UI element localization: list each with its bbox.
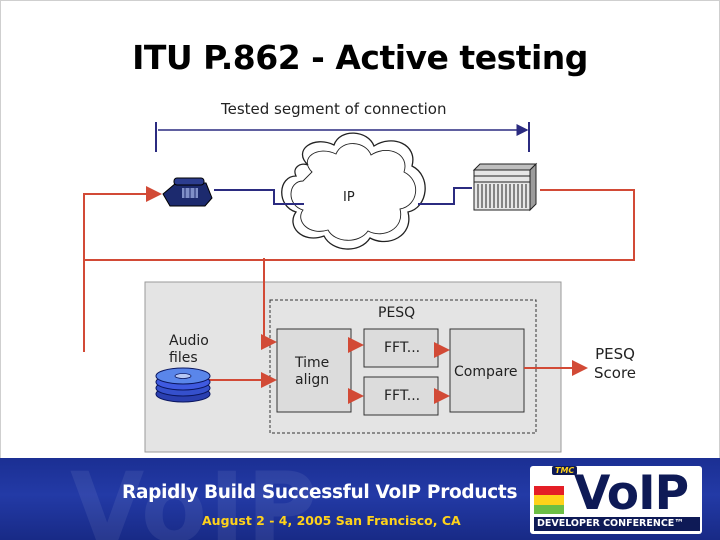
degraded-signal-return-line <box>84 189 635 261</box>
banner-date-location: August 2 - 4, 2005 San Francisco, CA <box>202 513 461 528</box>
telephone-icon <box>162 177 213 207</box>
logo-subtitle: DEVELOPER CONFERENCE™ <box>537 518 684 529</box>
logo-wordmark: VoIP <box>574 466 689 521</box>
fft-top-label: FFT... <box>384 340 421 356</box>
pesq-panel-label: PESQ <box>378 305 416 321</box>
pesq-algorithm-boundary <box>269 299 537 434</box>
banner-watermark: VoIP <box>70 458 320 540</box>
segment-bracket <box>155 122 530 152</box>
audio-disk-stack-icon <box>155 367 211 403</box>
connection-line-right <box>418 187 472 205</box>
pesq-score-label: PESQ Score <box>594 345 637 382</box>
time-align-box <box>276 328 352 413</box>
degraded-signal-to-time-align-arrow <box>261 258 277 350</box>
logo-flag-icon <box>534 486 564 514</box>
connection-line-left <box>214 189 304 205</box>
tested-segment-label: Tested segment of connection <box>221 100 447 118</box>
logo-subtitle-bar <box>534 517 700 531</box>
time-align-label: Time align <box>295 355 330 388</box>
compare-box <box>449 328 525 413</box>
audio-files-label: Audio files <box>169 333 209 366</box>
fft-bottom-label: FFT... <box>384 388 421 404</box>
ip-cloud-icon <box>281 132 426 250</box>
active-testing-diagram <box>83 122 635 453</box>
slide-title: ITU P.862 - Active testing <box>132 38 588 77</box>
compare-label: Compare <box>454 364 518 380</box>
logo-tmc-tag: TMC <box>552 466 578 475</box>
fft-box-top <box>363 328 439 368</box>
gateway-server-icon <box>472 162 538 212</box>
ip-cloud-label: IP <box>343 190 355 205</box>
fft-box-bottom <box>363 376 439 416</box>
banner-headline: Rapidly Build Successful VoIP Products <box>122 482 518 503</box>
